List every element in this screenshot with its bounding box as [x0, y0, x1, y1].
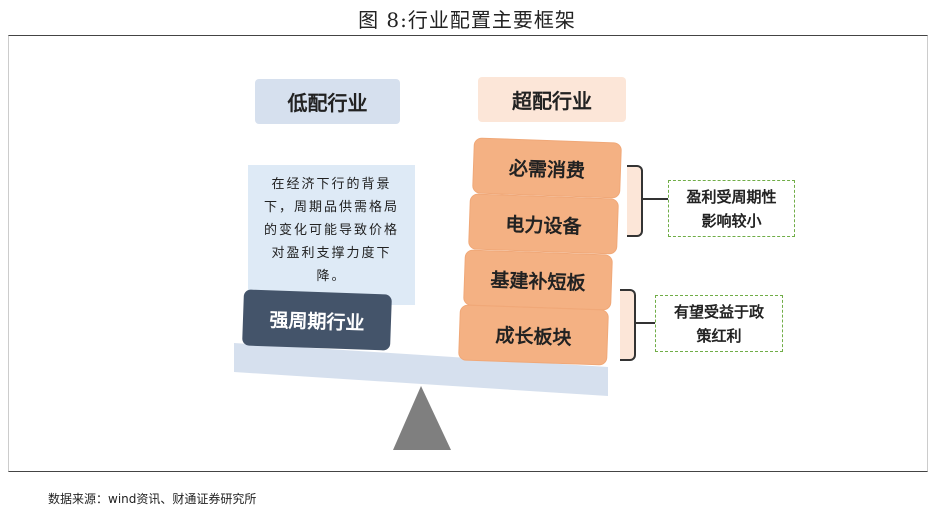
figure-title: 图 8:行业配置主要框架 [358, 8, 576, 32]
figure-frame [8, 35, 928, 472]
brace-connector [636, 322, 655, 324]
note-box: 有望受益于政策红利 [655, 295, 783, 352]
brace-bottom [620, 289, 636, 361]
overweight-header: 超配行业 [478, 77, 626, 122]
scale-beam [234, 343, 608, 396]
underweight-description: 在经济下行的背景下，周期品供需格局的变化可能导致价格对盈利支撑力度下降。 [248, 165, 415, 305]
brace-top [627, 165, 643, 237]
note-box: 盈利受周期性影响较小 [668, 180, 795, 237]
source-note: 数据来源：wind资讯、财通证券研究所 [48, 492, 257, 506]
sector-block: 电力设备 [469, 194, 618, 254]
sector-block: 成长板块 [459, 305, 608, 365]
underweight-header: 低配行业 [255, 79, 400, 124]
brace-connector [643, 198, 668, 200]
cyclical-sector-block: 强周期行业 [242, 289, 392, 351]
scale-fulcrum [393, 386, 451, 450]
sector-block: 基建补短板 [464, 250, 612, 310]
sector-block: 必需消费 [473, 138, 621, 198]
